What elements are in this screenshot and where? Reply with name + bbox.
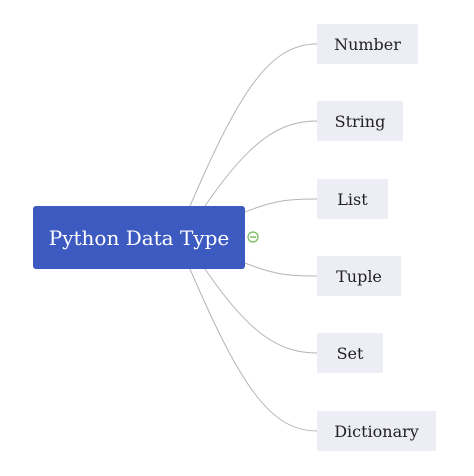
connector-string (204, 120, 318, 207)
child-node-number[interactable]: Number (317, 24, 418, 64)
child-node-tuple[interactable]: Tuple (317, 256, 401, 296)
child-node-dictionary[interactable]: Dictionary (317, 411, 436, 451)
root-node-python-data-type[interactable]: Python Data Type (33, 206, 245, 269)
child-node-list[interactable]: List (317, 179, 388, 219)
child-node-set[interactable]: Set (317, 333, 383, 373)
minus-circle-icon[interactable] (247, 231, 259, 243)
connector-tuple (244, 262, 318, 277)
connector-list (244, 198, 318, 213)
connector-dictionary (189, 268, 318, 432)
connector-number (189, 43, 318, 207)
connector-set (204, 268, 318, 354)
child-node-string[interactable]: String (317, 101, 403, 141)
